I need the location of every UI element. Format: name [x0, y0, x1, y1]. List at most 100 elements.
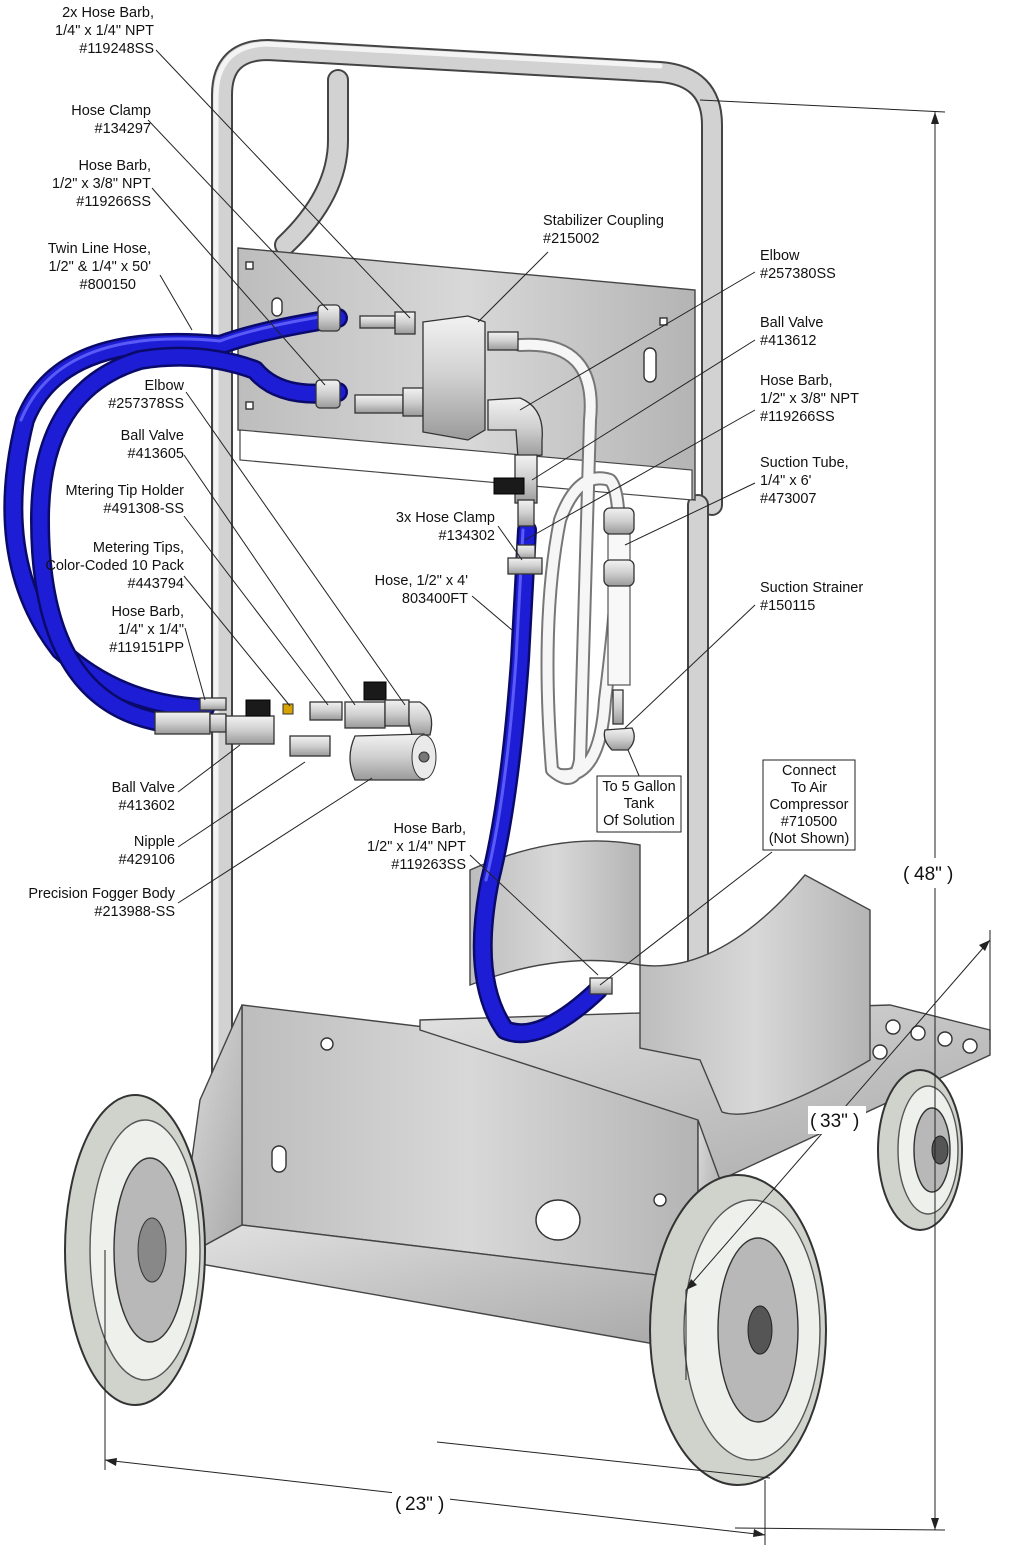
svg-text:Suction Tube,: Suction Tube, — [760, 455, 849, 471]
callout-hose-clamp-3x: 3x Hose Clamp #134302 — [396, 510, 495, 544]
svg-text:1/4" x 6': 1/4" x 6' — [760, 473, 812, 489]
callout-elbow-257380: Elbow #257380SS — [760, 248, 836, 282]
svg-text:Color-Coded 10 Pack: Color-Coded 10 Pack — [45, 558, 184, 574]
svg-text:Hose Clamp: Hose Clamp — [71, 103, 151, 119]
svg-text:#213988-SS: #213988-SS — [94, 904, 175, 920]
dimension-height: ( 48" ) — [900, 858, 960, 888]
callout-air-compressor-box: Connect To Air Compressor #710500 (Not S… — [762, 759, 856, 851]
callout-hose-barb-half-npt-right: Hose Barb, 1/2" x 3/8" NPT #119266SS — [760, 373, 859, 425]
svg-text:Stabilizer Coupling: Stabilizer Coupling — [543, 213, 664, 229]
callout-metering-tip-holder: Mtering Tip Holder #491308-SS — [66, 483, 185, 517]
left-wheel — [64, 1094, 206, 1406]
svg-text:#257380SS: #257380SS — [760, 266, 836, 282]
callout-hose-clamp: Hose Clamp #134297 — [71, 103, 151, 137]
svg-text:Hose Barb,: Hose Barb, — [111, 604, 184, 620]
svg-text:): ) — [947, 864, 953, 885]
svg-text:1/2" x 1/4" NPT: 1/2" x 1/4" NPT — [367, 839, 466, 855]
dimension-depth: ( 33" ) — [808, 1106, 866, 1134]
svg-text:#150115: #150115 — [760, 598, 815, 614]
callout-suction-tube: Suction Tube, 1/4" x 6' #473007 — [760, 455, 849, 507]
svg-text:1/4" x 1/4" NPT: 1/4" x 1/4" NPT — [55, 23, 154, 39]
svg-text:Elbow: Elbow — [760, 248, 800, 264]
svg-text:(: ( — [903, 864, 910, 885]
svg-text:(Not Shown): (Not Shown) — [769, 831, 850, 847]
svg-text:Ball Valve: Ball Valve — [121, 428, 184, 444]
fittings — [154, 304, 635, 995]
svg-text:#800150: #800150 — [80, 277, 136, 293]
callout-ball-valve-413602: Ball Valve #413602 — [112, 780, 175, 814]
svg-text:#710500: #710500 — [781, 814, 837, 830]
svg-text:#134302: #134302 — [439, 528, 495, 544]
callout-suction-strainer: Suction Strainer #150115 — [760, 580, 863, 614]
svg-text:(: ( — [810, 1111, 817, 1132]
dimension-lines — [104, 99, 991, 1545]
svg-text:Elbow: Elbow — [145, 378, 185, 394]
svg-text:Precision Fogger Body: Precision Fogger Body — [28, 886, 175, 902]
svg-text:1/2" & 1/4" x 50': 1/2" & 1/4" x 50' — [48, 259, 151, 275]
callout-ball-valve-413612: Ball Valve #413612 — [760, 315, 823, 349]
svg-text:#429106: #429106 — [119, 852, 175, 868]
svg-text:Ball Valve: Ball Valve — [112, 780, 175, 796]
callout-elbow-257378: Elbow #257378SS — [108, 378, 184, 412]
callout-hose-barb-half-quarter-npt: Hose Barb, 1/2" x 1/4" NPT #119263SS — [367, 821, 466, 873]
leader-lines — [147, 49, 773, 986]
svg-text:#413605: #413605 — [128, 446, 184, 462]
svg-text:#257378SS: #257378SS — [108, 396, 184, 412]
svg-text:1/4" x 1/4": 1/4" x 1/4" — [118, 622, 184, 638]
svg-text:Of Solution: Of Solution — [603, 813, 675, 829]
svg-text:#413602: #413602 — [119, 798, 175, 814]
svg-text:Ball Valve: Ball Valve — [760, 315, 823, 331]
svg-text:To 5 Gallon: To 5 Gallon — [602, 779, 675, 795]
svg-text:#491308-SS: #491308-SS — [103, 501, 184, 517]
svg-text:#119266SS: #119266SS — [760, 409, 835, 425]
svg-text:1/2" x 3/8" NPT: 1/2" x 3/8" NPT — [760, 391, 859, 407]
svg-text:Metering Tips,: Metering Tips, — [93, 540, 184, 556]
callout-nipple: Nipple #429106 — [119, 834, 175, 868]
callout-metering-tips: Metering Tips, Color-Coded 10 Pack #4437… — [45, 540, 184, 592]
callout-precision-fogger-body: Precision Fogger Body #213988-SS — [28, 886, 175, 920]
callout-stabilizer-coupling: Stabilizer Coupling #215002 — [543, 213, 664, 247]
svg-text:803400FT: 803400FT — [402, 591, 468, 607]
callout-twin-line-hose: Twin Line Hose, 1/2" & 1/4" x 50' #80015… — [48, 241, 151, 293]
svg-text:Hose Barb,: Hose Barb, — [78, 158, 151, 174]
svg-text:Hose Barb,: Hose Barb, — [393, 821, 466, 837]
dimension-height-label: 48" — [914, 864, 942, 885]
svg-text:Tank: Tank — [624, 796, 655, 812]
svg-text:): ) — [853, 1111, 859, 1132]
svg-text:#119151PP: #119151PP — [109, 640, 184, 656]
dimension-width-label: 23" — [405, 1494, 433, 1515]
svg-text:#119266SS: #119266SS — [76, 194, 151, 210]
svg-text:Nipple: Nipple — [134, 834, 175, 850]
rear-right-wheel — [877, 1069, 963, 1231]
svg-text:Twin Line Hose,: Twin Line Hose, — [48, 241, 151, 257]
callout-hose-4ft: Hose, 1/2" x 4' 803400FT — [375, 573, 469, 607]
svg-text:#413612: #413612 — [760, 333, 816, 349]
svg-text:2x Hose Barb,: 2x Hose Barb, — [62, 5, 154, 21]
svg-text:Hose, 1/2" x 4': Hose, 1/2" x 4' — [375, 573, 469, 589]
svg-text:#119248SS: #119248SS — [79, 41, 154, 57]
svg-text:Compressor: Compressor — [770, 797, 849, 813]
dimension-width: ( 23" ) — [392, 1488, 450, 1518]
callout-hose-barb-quarter-npt: 2x Hose Barb, 1/4" x 1/4" NPT #119248SS — [55, 5, 154, 57]
svg-text:#215002: #215002 — [543, 231, 599, 247]
svg-text:Mtering Tip Holder: Mtering Tip Holder — [66, 483, 185, 499]
dimension-depth-label: 33" — [820, 1111, 848, 1132]
svg-text:#473007: #473007 — [760, 491, 816, 507]
hose-half-inch-4ft — [472, 520, 608, 1044]
svg-text:To Air: To Air — [791, 780, 827, 796]
svg-text:#119263SS: #119263SS — [391, 857, 466, 873]
callout-hose-barb-quarter: Hose Barb, 1/4" x 1/4" #119151PP — [109, 604, 184, 656]
svg-text:3x Hose Clamp: 3x Hose Clamp — [396, 510, 495, 526]
svg-text:Suction Strainer: Suction Strainer — [760, 580, 863, 596]
callout-hose-barb-half-npt: Hose Barb, 1/2" x 3/8" NPT #119266SS — [52, 158, 151, 210]
svg-text:#134297: #134297 — [95, 121, 151, 137]
svg-text:(: ( — [395, 1494, 402, 1515]
svg-text:1/2" x 3/8" NPT: 1/2" x 3/8" NPT — [52, 176, 151, 192]
callout-ball-valve-413605: Ball Valve #413605 — [121, 428, 184, 462]
twin-line-hose — [3, 308, 348, 732]
svg-text:Connect: Connect — [782, 763, 836, 779]
cart-frame — [175, 39, 991, 1346]
svg-text:#443794: #443794 — [128, 576, 184, 592]
right-front-wheel — [649, 1174, 827, 1486]
